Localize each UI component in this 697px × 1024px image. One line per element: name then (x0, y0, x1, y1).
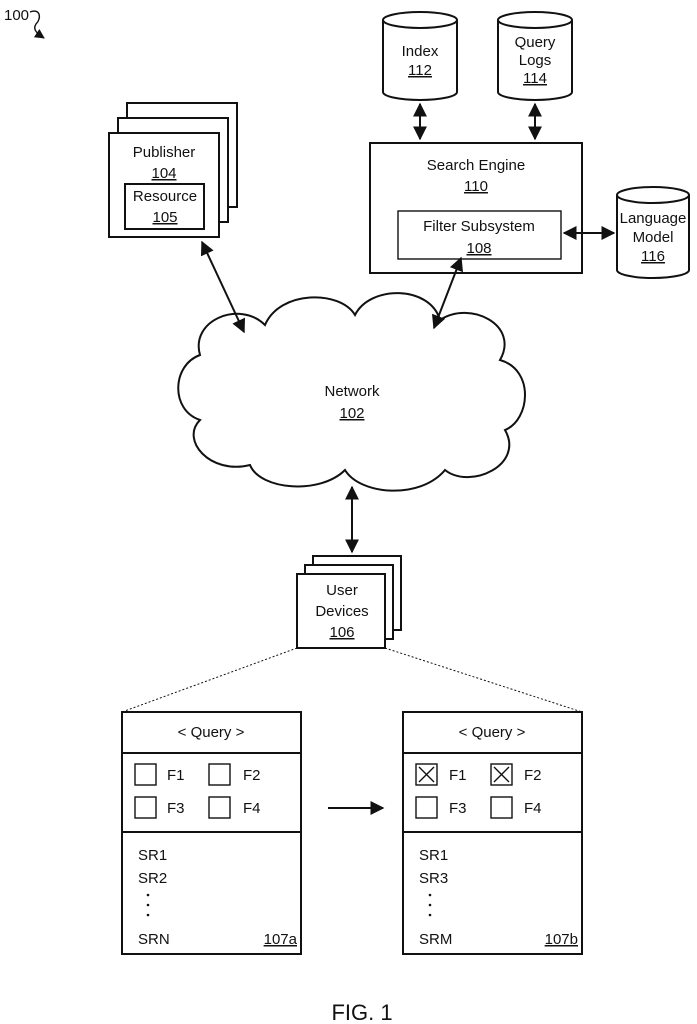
network-search-engine-arrow (432, 256, 463, 330)
panel-b-result-1[interactable]: SR1 (419, 847, 448, 864)
panel-a-result-1[interactable]: SR1 (138, 847, 167, 864)
language-model-database: Language Model 116 (616, 186, 690, 279)
panel-b-checkbox-f2-mark (493, 766, 510, 783)
figure-ref-arrow (29, 10, 45, 39)
panel-a-checkbox-f4[interactable] (208, 796, 231, 819)
zoom-line-left (121, 647, 298, 713)
panel-a-filter-f1-label: F1 (167, 767, 185, 784)
panel-a-ellipsis-dot (146, 893, 150, 897)
zoom-line-right (384, 647, 583, 713)
query-logs-cylinder-top (497, 11, 573, 29)
query-logs-cylinder-body (497, 20, 573, 101)
search-engine-node: Search Engine 110 Filter Subsystem 108 (369, 142, 583, 274)
connectors (121, 102, 616, 815)
language-model-label-line1: Language (620, 210, 687, 227)
panel-b-filter-f4-label: F4 (524, 800, 542, 817)
panel-a-checkbox-f1[interactable] (134, 763, 157, 786)
filter-subsystem-box (397, 210, 562, 260)
panel-b-ellipsis-dot (428, 913, 432, 917)
panel-b-query-field[interactable]: < Query > (459, 724, 526, 741)
panel-b-checkbox-f1[interactable] (415, 763, 438, 786)
panel-b-filter-f1-label: F1 (449, 767, 467, 784)
index-cylinder-body (382, 20, 458, 101)
publisher-ref: 104 (151, 165, 176, 182)
panel-a-result-2[interactable]: SR2 (138, 870, 167, 887)
panel-a-filter-f2-label: F2 (243, 767, 261, 784)
panel-b-ellipsis-dot (428, 903, 432, 907)
network-node: Network 102 (177, 292, 526, 492)
index-ref: 112 (408, 62, 432, 79)
panel-a-query-field[interactable]: < Query > (178, 724, 245, 741)
resource-label: Resource (133, 188, 197, 205)
query-logs-label-line2: Logs (519, 52, 552, 69)
panel-b-last-result[interactable]: SRM (419, 931, 452, 948)
resource-ref: 105 (152, 209, 177, 226)
network-label: Network (324, 383, 380, 400)
panel-b-checkbox-f1-mark (418, 766, 435, 783)
results-panel-b: < Query > F1 F2 F3 F4 SR1 SR3 SRM 107b (402, 711, 583, 955)
search-engine-ref: 110 (464, 178, 488, 195)
query-logs-ref: 114 (523, 70, 547, 87)
user-devices-node: User Devices 106 (296, 555, 402, 649)
panel-b-result-2[interactable]: SR3 (419, 870, 448, 887)
publisher-network-arrow (200, 240, 246, 334)
panel-a-last-result[interactable]: SRN (138, 931, 170, 948)
network-ref: 102 (339, 405, 364, 422)
panel-a-ellipsis-dot (146, 913, 150, 917)
panel-b-filter-f2-label: F2 (524, 767, 542, 784)
language-model-label-line2: Model (633, 229, 674, 246)
language-model-cylinder-top (616, 186, 690, 204)
panel-b-checkbox-f4[interactable] (490, 796, 513, 819)
user-devices-box (296, 573, 386, 649)
filter-subsystem-ref: 108 (466, 240, 491, 257)
panel-a-checkbox-f2[interactable] (208, 763, 231, 786)
user-devices-label-line1: User (326, 582, 358, 599)
network-cloud (177, 292, 526, 492)
publisher-label: Publisher (133, 144, 196, 161)
figure-reference: 100 (4, 7, 45, 39)
panel-b-ref: 107b (545, 931, 578, 948)
panel-a-filter-f4-label: F4 (243, 800, 261, 817)
figure-caption: FIG. 1 (331, 1000, 392, 1024)
panel-b-checkbox-f2[interactable] (490, 763, 513, 786)
panel-a-ref: 107a (264, 931, 298, 948)
query-logs-label-line1: Query (515, 34, 556, 51)
user-devices-ref: 106 (329, 624, 354, 641)
query-logs-database: Query Logs 114 (497, 11, 573, 101)
index-label: Index (402, 43, 439, 60)
search-engine-label: Search Engine (427, 157, 525, 174)
panel-b-checkbox-f3[interactable] (415, 796, 438, 819)
resource-box (124, 183, 205, 230)
results-panel-a: < Query > F1 F2 F3 F4 SR1 SR2 SRN 107a (121, 711, 302, 955)
user-devices-label-line2: Devices (315, 603, 368, 620)
panel-a-ellipsis-dot (146, 903, 150, 907)
filter-subsystem-label: Filter Subsystem (423, 218, 535, 235)
panel-b-ellipsis-dot (428, 893, 432, 897)
panel-b-filter-f3-label: F3 (449, 800, 467, 817)
language-model-cylinder-body (616, 195, 690, 279)
panel-a-filter-f3-label: F3 (167, 800, 185, 817)
language-model-ref: 116 (641, 248, 665, 265)
index-database: Index 112 (382, 11, 458, 101)
index-cylinder-top (382, 11, 458, 29)
panel-a-checkbox-f3[interactable] (134, 796, 157, 819)
publisher-node: Publisher 104 Resource 105 (108, 102, 238, 238)
figure-ref-number: 100 (4, 7, 29, 24)
